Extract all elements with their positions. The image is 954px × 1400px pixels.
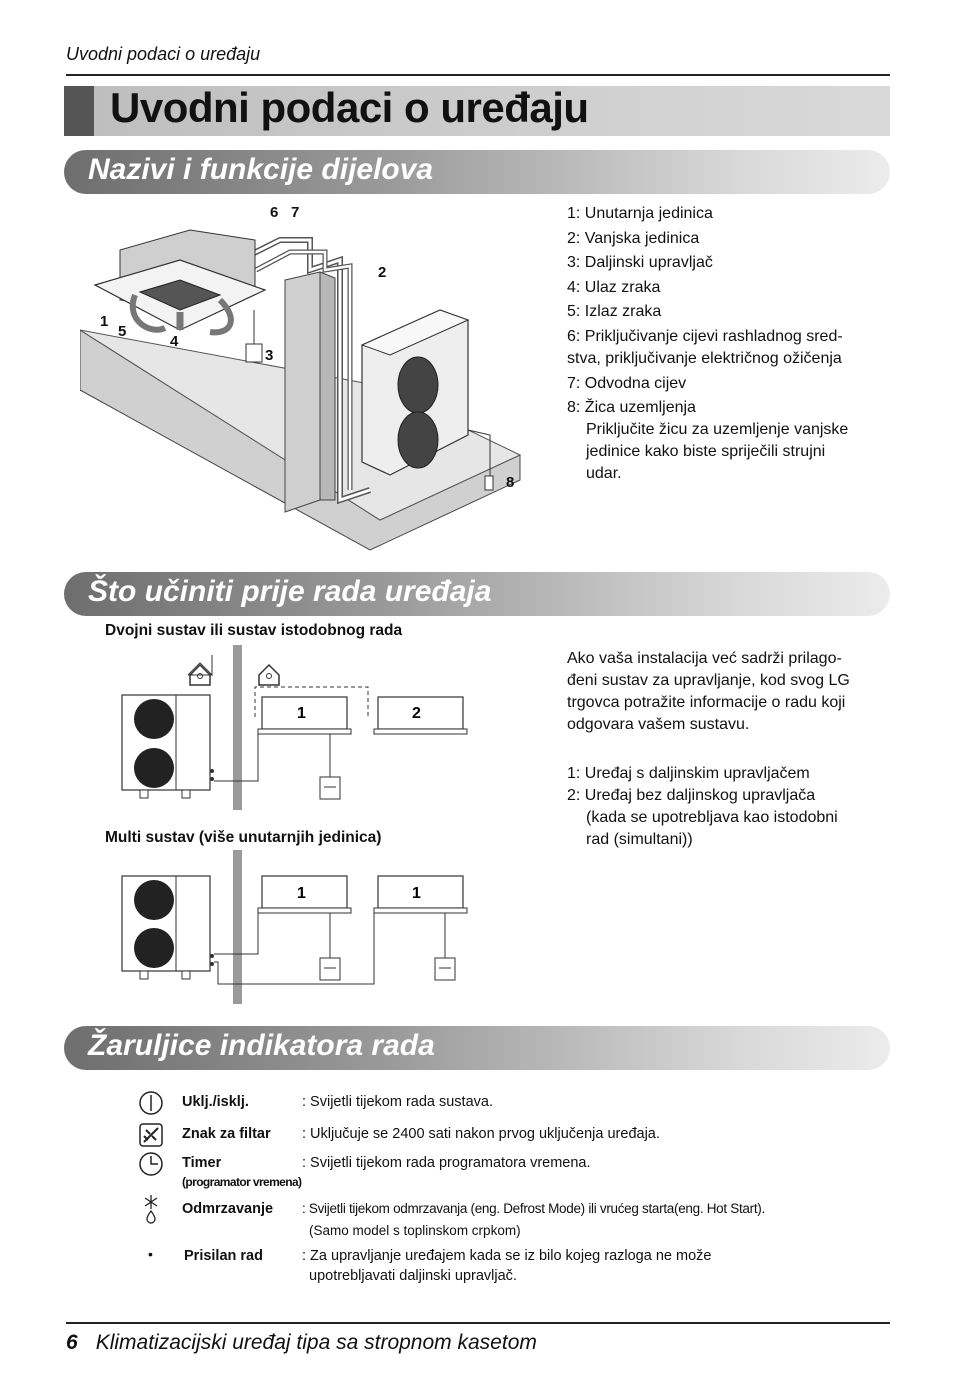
remote-controller-drawing <box>245 343 263 363</box>
installation-note: Ako vaša instalacija već sadrži prilago-… <box>567 648 877 736</box>
section-title-indicators: Žaruljice indikatora rada <box>88 1029 435 1062</box>
bullet-icon: • <box>148 1246 153 1262</box>
paragraph-line: Ako vaša instalacija već sadrži prilago- <box>567 650 842 667</box>
section-title-parts: Nazivi i funkcije dijelova <box>88 153 434 186</box>
indicator-row-power: Uklj./isklj. : Svijetli tijekom rada sus… <box>134 1091 814 1120</box>
legend-item: udar. <box>586 465 622 483</box>
indicator-row-filter: Znak za filtar : Uključuje se 2400 sati … <box>134 1123 814 1152</box>
unit-label: 2 <box>412 705 421 722</box>
footer-rule <box>66 1322 890 1324</box>
legend-item: stva, priključivanje električnog ožičenj… <box>567 349 842 367</box>
section-bar-before <box>64 572 890 616</box>
power-icon <box>139 1091 163 1115</box>
legend-item: Priključite žicu za uzemljenje vanjske <box>586 421 849 439</box>
wall <box>284 271 321 513</box>
air-intake-grille <box>138 279 222 311</box>
indicator-desc: : Uključuje se 2400 sati nakon prvog ukl… <box>302 1126 660 1142</box>
note-item: 2: Uređaj bez daljinskog upravljača <box>567 787 816 804</box>
installation-diagram: 1 5 4 3 6 7 2 8 <box>80 204 522 551</box>
callout-4: 4 <box>170 333 179 350</box>
paragraph-line: trgovca potražite informacije o radu koj… <box>567 694 846 711</box>
legend-item: 5: Izlaz zraka <box>567 303 662 321</box>
unit-notes: 1: Uređaj s daljinskim upravljačem 2: Ur… <box>567 763 877 851</box>
parts-legend: 1: Unutarnja jedinica 2: Vanjska jedinic… <box>567 203 848 488</box>
indicator-name: Znak za filtar <box>182 1126 271 1142</box>
indicator-row-defrost: Odmrzavanje : Svijetli tijekom odmrzavan… <box>134 1195 834 1243</box>
title-marker <box>64 86 94 136</box>
callout-2: 2 <box>378 264 386 281</box>
wall <box>233 850 242 1004</box>
note-item: (kada se upotrebljava kao istodobni <box>586 809 838 826</box>
legend-item: jedinice kako biste spriječili strujni <box>586 443 826 461</box>
indoor-unit-1 <box>261 875 348 909</box>
indicator-name: Prisilan rad <box>184 1248 263 1264</box>
running-head: Uvodni podaci o uređaju <box>66 44 261 64</box>
indicator-desc: : Svijetli tijekom rada programatora vre… <box>302 1155 591 1171</box>
legend-item: 8: Žica uzemljenja <box>567 399 696 417</box>
dual-system-diagram: 1 2 <box>121 645 468 810</box>
callout-6: 6 <box>270 204 278 221</box>
indicator-desc-extra: upotrebljavati daljinski upravljač. <box>309 1268 517 1284</box>
indicator-name: Odmrzavanje <box>182 1201 274 1217</box>
footer: 6 Klimatizacijski uređaj tipa sa stropnom… <box>66 1331 537 1355</box>
footer-text: Klimatizacijski uređaj tipa sa stropnom … <box>95 1331 537 1354</box>
legend-item: 3: Daljinski upravljač <box>567 254 713 272</box>
note-item: 1: Uređaj s daljinskim upravljačem <box>567 765 810 782</box>
wall <box>233 645 242 810</box>
legend-item: 1: Unutarnja jedinica <box>567 205 713 222</box>
indoor-unit-2 <box>377 875 464 909</box>
indicator-subname: (programator vremena) <box>182 1175 302 1189</box>
page-number: 6 <box>66 1331 78 1354</box>
house-icon <box>258 663 280 686</box>
legend-item: 2: Vanjska jedinica <box>567 229 700 247</box>
title-bar <box>64 86 890 136</box>
indicator-row-forced: • Prisilan rad : Za upravljanje uređajem… <box>134 1246 834 1290</box>
callout-5: 5 <box>118 323 126 340</box>
indicator-desc: : Za upravljanje uređajem kada se iz bil… <box>302 1248 712 1264</box>
indicator-desc-extra: (Samo model s toplinskom crpkom) <box>309 1223 521 1238</box>
indoor-unit-1 <box>261 696 348 730</box>
section-bar-parts <box>64 150 890 194</box>
note-item: rad (simultani)) <box>586 831 693 848</box>
indicator-row-timer: Timer (programator vremena) : Svijetli t… <box>134 1152 814 1195</box>
indicator-name: Timer <box>182 1155 222 1171</box>
legend-item: 4: Ulaz zraka <box>567 278 661 296</box>
filter-icon <box>139 1123 163 1147</box>
dual-system-heading: Dvojni sustav ili sustav istodobnog rada <box>105 622 403 639</box>
remote-controller-drawing <box>434 957 456 981</box>
indicator-desc: : Svijetli tijekom rada sustava. <box>302 1094 493 1110</box>
unit-label: 1 <box>297 885 306 902</box>
indoor-unit-2 <box>377 696 464 730</box>
unit-label: 1 <box>412 885 421 902</box>
indicator-name: Uklj./isklj. <box>182 1094 249 1110</box>
legend-item: 6: Priključivanje cijevi rashladnog sred… <box>567 327 843 345</box>
section-bar-indicators <box>64 1026 890 1070</box>
legend-item: 7: Odvodna cijev <box>567 374 687 392</box>
section-title-before: Što učiniti prije rada uređaja <box>88 575 492 608</box>
paragraph-line: odgovara vašem sustavu. <box>567 716 750 733</box>
page-title: Uvodni podaci o uređaju <box>110 84 589 131</box>
clock-icon <box>139 1152 163 1176</box>
defrost-icon <box>144 1195 158 1224</box>
header-rule <box>66 74 890 76</box>
callout-7: 7 <box>291 204 299 221</box>
indicator-desc: : Svijetli tijekom odmrzavanja (eng. Def… <box>302 1201 765 1216</box>
unit-label: 1 <box>297 705 306 722</box>
paragraph-line: đeni sustav za upravljanje, kod svog LG <box>567 672 850 689</box>
multi-system-heading: Multi sustav (više unutarnjih jedinica) <box>105 829 382 846</box>
remote-controller-drawing <box>319 957 341 981</box>
callout-8: 8 <box>506 474 514 491</box>
multi-system-diagram: 1 1 <box>121 850 468 1004</box>
callout-3: 3 <box>265 347 273 364</box>
callout-1: 1 <box>100 313 108 330</box>
house-icon <box>189 663 211 686</box>
remote-controller-drawing <box>319 776 341 800</box>
